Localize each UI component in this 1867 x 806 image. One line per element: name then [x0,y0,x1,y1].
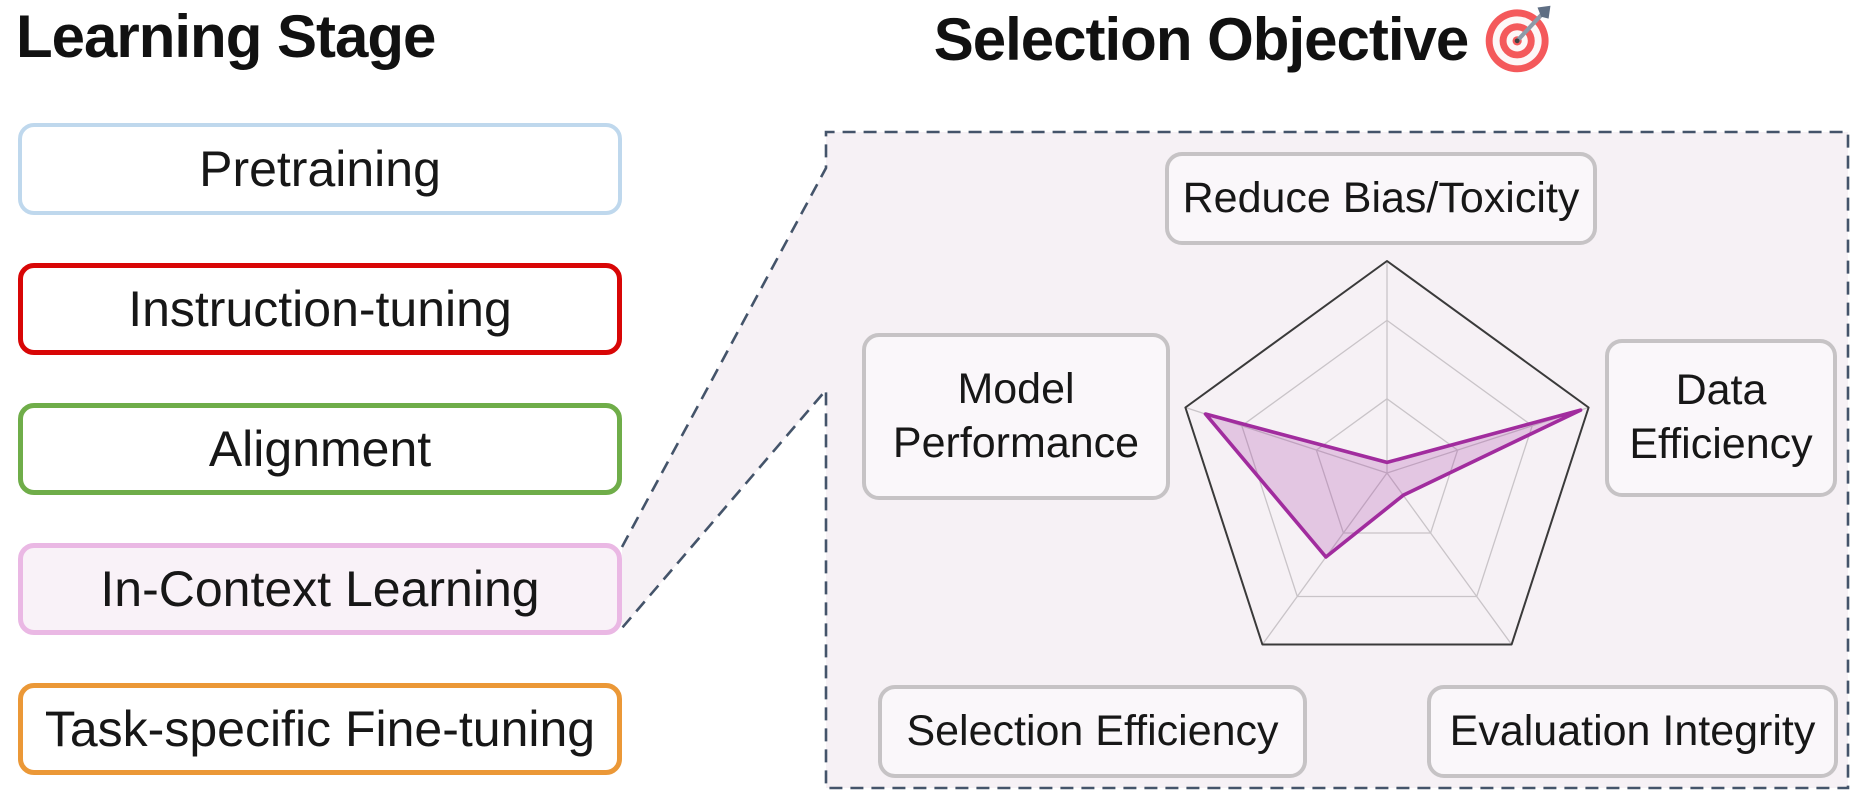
objective-box-reduce-bias-toxicity: Reduce Bias/Toxicity [1165,152,1597,245]
stage-label: Alignment [208,421,432,477]
objective-box-selection-efficiency: Selection Efficiency [878,685,1307,778]
objective-panel-dashed-border [620,130,1850,790]
stage-label: Task-specific Fine-tuning [44,701,596,757]
stage-label: Pretraining [199,141,441,197]
stage-box-pretraining: Pretraining [18,123,622,215]
stage-box-instruction-tuning: Instruction-tuning [18,263,622,355]
objective-box-model-performance: Model Performance [862,333,1170,500]
selection-objective-title: Selection Objective [933,5,1470,73]
selection-objective-title-row: Selection Objective [700,2,1790,76]
learning-stage-title: Learning Stage [16,3,436,70]
objective-box-data-efficiency: Data Efficiency [1605,339,1837,497]
stage-box-task-specific-fine-tuning: Task-specific Fine-tuning [18,683,622,775]
stage-label: Instruction-tuning [128,281,512,337]
objective-panel-fill [622,132,1848,788]
target-dart-icon [1485,5,1551,73]
objective-box-evaluation-integrity: Evaluation Integrity [1427,685,1838,778]
radar-chart [1184,260,1590,646]
stage-box-alignment: Alignment [18,403,622,495]
stage-box-in-context-learning: In-Context Learning [18,543,622,635]
stage-label: In-Context Learning [100,561,540,617]
